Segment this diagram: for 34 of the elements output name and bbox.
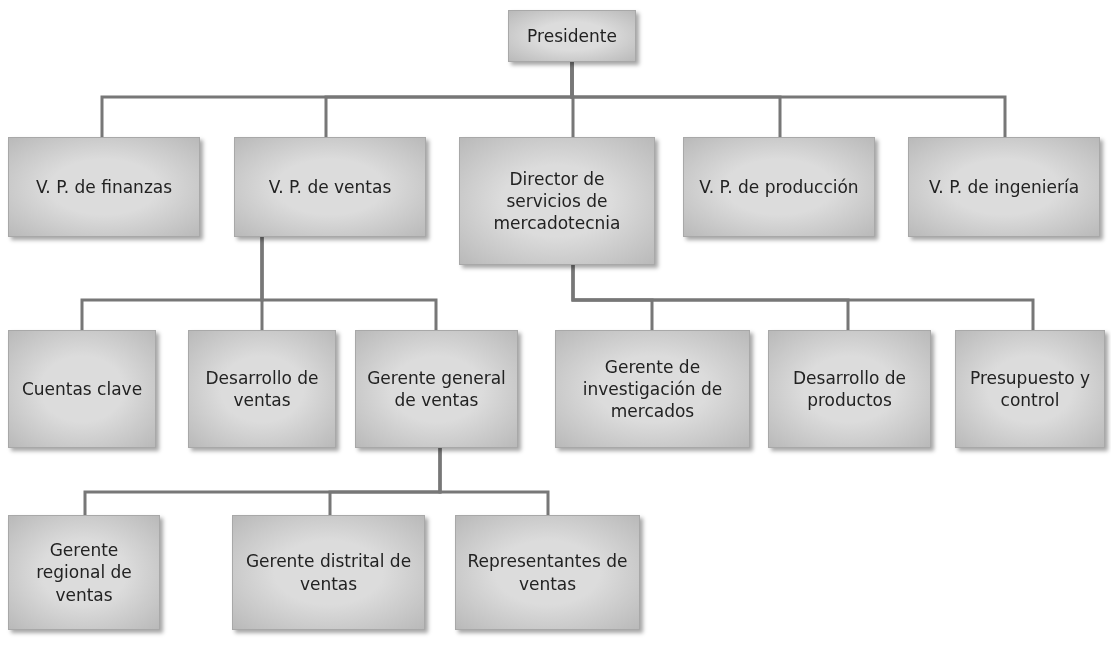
org-label: V. P. de ingeniería (928, 175, 1080, 199)
org-box (508, 10, 636, 62)
org-label: Gerente de investigación de mercados (581, 355, 724, 423)
org-box (188, 330, 336, 448)
org-label: Gerente distrital de ventas (244, 550, 413, 595)
org-label: Director de servicios de mercadotecnia (492, 167, 622, 235)
org-label: V. P. de producción (699, 175, 859, 199)
connector-line (571, 265, 1035, 330)
org-box (8, 515, 160, 630)
connector-line (570, 62, 1007, 137)
org-label: Gerente general de ventas (366, 366, 507, 412)
org-box (8, 330, 156, 448)
org-label: Desarrollo de productos (791, 366, 907, 412)
org-box (232, 515, 425, 630)
org-label: Presidente (527, 24, 617, 48)
connector-line (260, 237, 438, 330)
org-label: V. P. de ventas (268, 175, 392, 199)
org-box (683, 137, 875, 237)
org-box (908, 137, 1100, 237)
org-box (555, 330, 750, 448)
org-box (234, 137, 426, 237)
org-label: Presupuesto y control (968, 366, 1092, 412)
org-box (459, 137, 655, 265)
org-label: V. P. de finanzas (35, 175, 173, 199)
org-box (8, 137, 200, 237)
org-box (955, 330, 1105, 448)
org-label: Gerente regional de ventas (35, 539, 133, 606)
org-label: Desarrollo de ventas (204, 366, 320, 412)
org-label: Cuentas clave (21, 377, 143, 401)
org-box (455, 515, 640, 630)
connector-line (438, 448, 550, 515)
org-box (768, 330, 931, 448)
org-box (355, 330, 518, 448)
org-label: Representantes de ventas (466, 550, 629, 595)
